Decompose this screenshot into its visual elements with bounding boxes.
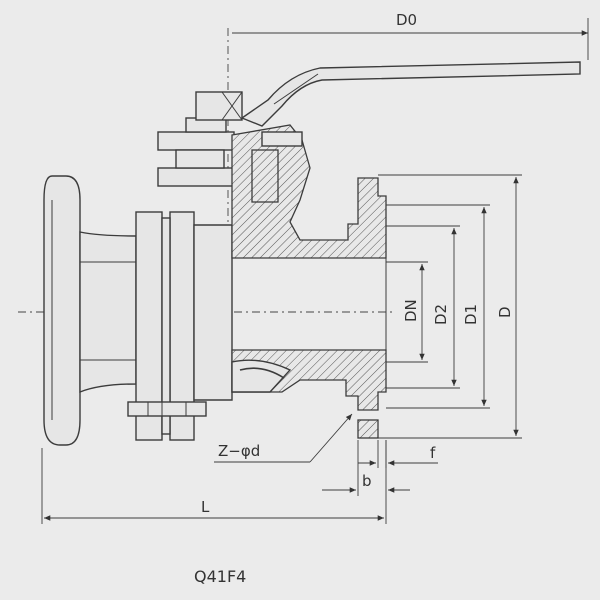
dim-dn: DN — [386, 261, 428, 363]
label-d: D — [496, 306, 514, 318]
label-b: b — [362, 472, 372, 490]
dim-l: L — [41, 440, 387, 524]
dim-d0: D0 — [232, 11, 589, 60]
dim-d: D — [378, 174, 522, 439]
left-flange — [43, 175, 137, 446]
model-caption: Q41F4 — [194, 567, 246, 586]
dim-zd: Z−φd — [214, 413, 353, 463]
label-zd: Z−φd — [218, 442, 260, 460]
dim-d1: D1 — [386, 204, 490, 409]
stem-assembly — [157, 91, 243, 187]
handle-lever — [240, 61, 581, 127]
label-l: L — [201, 498, 210, 516]
dim-f: f — [358, 440, 438, 468]
bolts — [127, 401, 207, 417]
label-d0: D0 — [396, 11, 417, 29]
label-f: f — [430, 444, 436, 462]
label-dn: DN — [402, 299, 420, 322]
valve-body-section — [231, 124, 387, 439]
dim-b: b — [322, 440, 410, 496]
label-d1: D1 — [462, 304, 480, 325]
label-d2: D2 — [432, 304, 450, 325]
dim-d2: D2 — [386, 225, 460, 389]
